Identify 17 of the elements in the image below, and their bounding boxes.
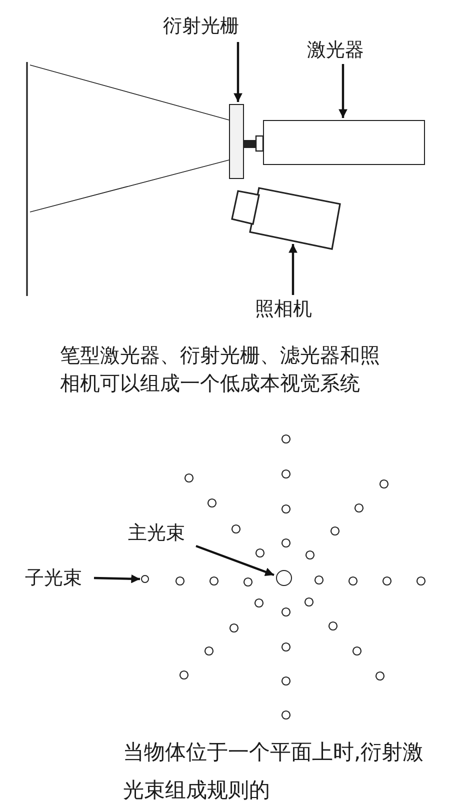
part-label: 衍射光栅 bbox=[163, 14, 247, 38]
arrow bbox=[196, 544, 274, 576]
part-label: 主光束 bbox=[128, 521, 194, 545]
arrow bbox=[234, 42, 242, 102]
arrow bbox=[94, 574, 140, 584]
part-label: 子光束 bbox=[25, 566, 91, 590]
caption: 当物体位于一个平面上时,衍射激光束组成规则的 bbox=[123, 739, 425, 801]
beam-spot bbox=[141, 575, 149, 583]
part-label: 照相机 bbox=[255, 297, 321, 321]
grating-plate bbox=[229, 104, 244, 179]
arrow bbox=[338, 64, 348, 118]
camera-drawing bbox=[232, 186, 342, 250]
part-label: 激光器 bbox=[307, 38, 373, 62]
caption: 笔型激光器、衍射光栅、滤光器和照相机可以组成一个低成本视觉系统 bbox=[60, 342, 381, 397]
main-beam-spot bbox=[276, 570, 292, 586]
laser-body bbox=[263, 120, 425, 165]
arrow bbox=[288, 244, 298, 295]
